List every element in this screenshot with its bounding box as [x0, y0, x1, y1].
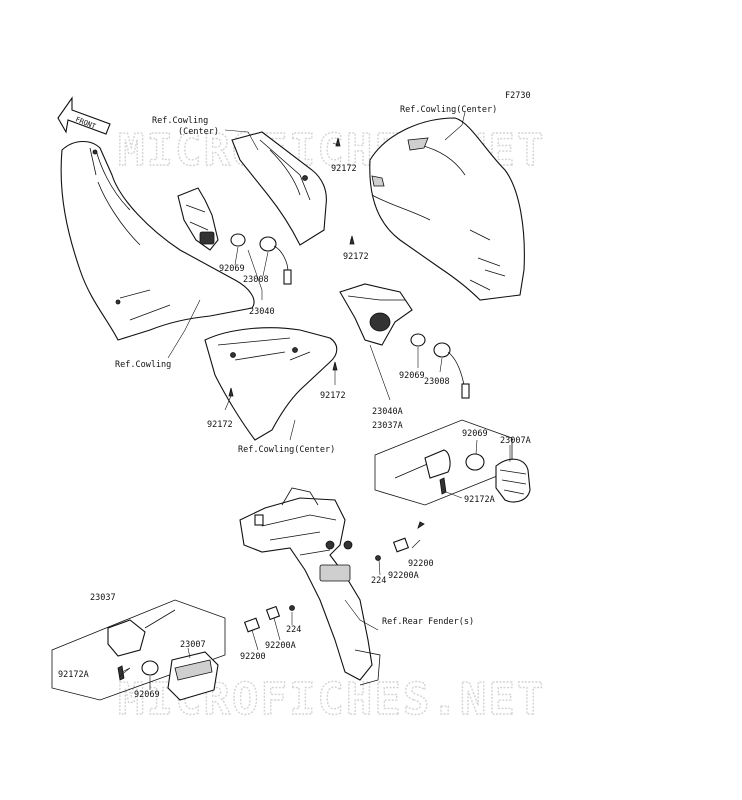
- part-92172-top: 92172: [331, 164, 357, 174]
- part-92069-upper: 92069: [219, 264, 245, 274]
- turn-signal-bracket-upper: [177, 187, 292, 285]
- left-fastener-icons: [243, 605, 295, 633]
- part-92172-left: 92172: [207, 420, 233, 430]
- part-23037: 23037: [90, 593, 116, 603]
- ref-cowling-center-top-label-line2: (Center): [178, 127, 219, 137]
- part-92069-left: 92069: [134, 690, 160, 700]
- ref-rear-fender-label: Ref.Rear Fender(s): [382, 617, 474, 627]
- figure-code: F2730: [505, 91, 531, 101]
- part-92200a-left: 92200A: [265, 641, 296, 651]
- part-23008-upper: 23008: [243, 275, 269, 285]
- part-92172-center: 92172: [320, 391, 346, 401]
- ref-cowling-center-top-label-line1: Ref.Cowling: [152, 116, 208, 126]
- part-92200a-right: 92200A: [388, 571, 419, 581]
- center-cowling-right-shape: [369, 117, 525, 301]
- part-23040: 23040: [249, 307, 275, 317]
- left-cowling-shape: [60, 140, 255, 341]
- right-turn-signal-assembly: [374, 419, 531, 506]
- part-23008-mid: 23008: [424, 377, 450, 387]
- turn-signal-bracket-mid: [339, 283, 470, 399]
- part-92200-left: 92200: [240, 652, 266, 662]
- part-23007: 23007: [180, 640, 206, 650]
- left-turn-signal-assembly: [51, 599, 226, 701]
- part-92172-mid: 92172: [343, 252, 369, 262]
- center-cowling-upper-shape: [231, 131, 327, 246]
- part-23040a: 23040A: [372, 407, 403, 417]
- part-92172a-right: 92172A: [464, 495, 495, 505]
- part-224-left: 224: [286, 625, 301, 635]
- right-fastener-icons: [375, 521, 425, 561]
- front-arrow-icon: FRONT: [57, 96, 111, 135]
- center-cowling-lower-shape: [204, 327, 338, 441]
- part-23007a: 23007A: [500, 436, 531, 446]
- ref-cowling-center-bottom-label: Ref.Cowling(Center): [238, 445, 335, 455]
- rear-fender-shape: [239, 487, 381, 686]
- part-224-right: 224: [371, 576, 386, 586]
- ref-cowling-left-label: Ref.Cowling: [115, 360, 171, 370]
- part-92069-right: 92069: [462, 429, 488, 439]
- part-92069-mid: 92069: [399, 371, 425, 381]
- part-92200-right: 92200: [408, 559, 434, 569]
- ref-cowling-center-right-label: Ref.Cowling(Center): [400, 105, 497, 115]
- part-23037a: 23037A: [372, 421, 403, 431]
- leader-lines: [119, 111, 511, 690]
- part-92172a-left: 92172A: [58, 670, 89, 680]
